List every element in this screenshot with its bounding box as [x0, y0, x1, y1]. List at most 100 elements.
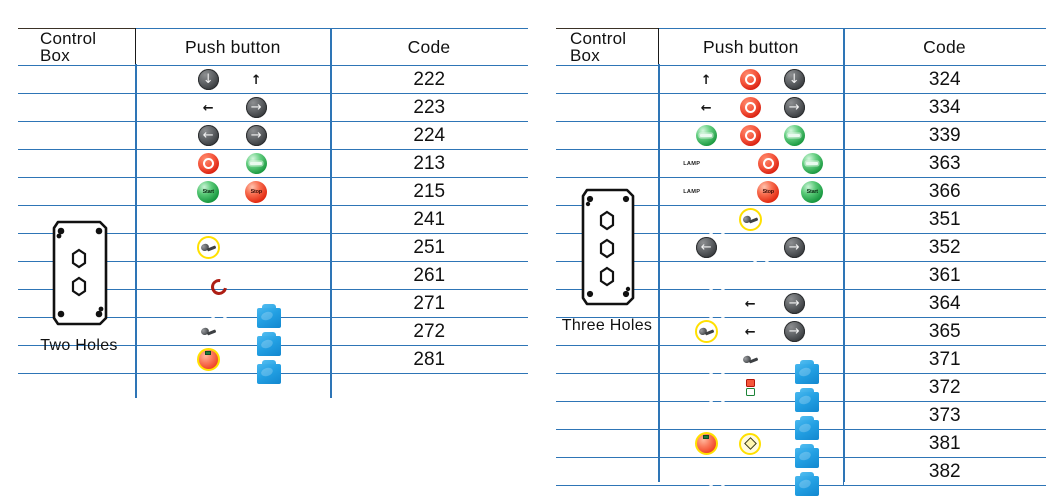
control-box-header-cell: Control Box [556, 28, 659, 66]
emergency-stop-red[interactable] [739, 125, 761, 146]
push-button-group: ←→ [135, 94, 330, 121]
key-switch[interactable] [196, 236, 220, 259]
button-slot [184, 348, 232, 371]
code-cell: 381 [843, 429, 1046, 458]
key-switch[interactable] [738, 208, 762, 231]
down-arrow-button[interactable]: ↓ [197, 69, 219, 90]
key-switch-plain[interactable] [739, 348, 762, 371]
emergency-stop-icon [197, 153, 219, 174]
key-switch-plain[interactable] [197, 320, 220, 343]
push-button-cell [135, 205, 331, 234]
up-arrow-bare[interactable]: ↑ [701, 71, 712, 89]
stop-cap: Stop [245, 180, 268, 203]
right-arrow-button[interactable]: → [783, 237, 805, 258]
right-arrow-button[interactable]: → [783, 97, 805, 118]
right-arrow-button-body: → [783, 293, 805, 314]
push-button-cell: ←→ [658, 317, 844, 346]
code-cell: 215 [330, 177, 528, 206]
code-cell: 382 [843, 457, 1046, 486]
left-arrow-button[interactable]: ← [695, 237, 717, 258]
enclosure-cell [556, 345, 658, 374]
button-slot: → [772, 97, 816, 118]
code-cell: 365 [843, 317, 1046, 346]
emergency-stop-red[interactable] [739, 69, 761, 90]
code-cell: 281 [330, 345, 528, 374]
blue-neck [262, 331, 277, 339]
red-selector-icon [196, 348, 220, 371]
table-bottom-rule [18, 373, 528, 374]
green-bar-icon [783, 125, 805, 146]
stop-button[interactable]: Stop [757, 180, 780, 203]
arrow-glyph: ← [700, 240, 712, 255]
push-button-header: Push button [135, 28, 330, 66]
green-bar-button[interactable] [801, 153, 823, 174]
start-cap: Start [801, 180, 824, 203]
double-pushbutton[interactable] [745, 379, 755, 396]
code-cell: 213 [330, 149, 528, 178]
push-button-cell [135, 289, 331, 328]
button-slot: ← [728, 295, 772, 313]
table-row: 213 [18, 149, 528, 178]
stop-button[interactable]: Stop [245, 180, 268, 203]
key-icon [699, 328, 714, 336]
emergency-stop-red[interactable] [757, 153, 779, 174]
button-slot: → [232, 125, 280, 146]
key-switch-icon [196, 236, 220, 259]
push-button-group [658, 122, 843, 149]
blue-neck [262, 359, 277, 367]
left-arrow-bare[interactable]: ← [203, 99, 214, 117]
rule-cell [135, 373, 331, 374]
green-bar-button[interactable] [783, 125, 805, 146]
push-button-group: Start Stop [135, 178, 330, 205]
button-slot: ↑ [684, 71, 728, 89]
button-slot [728, 208, 772, 231]
lower-green [745, 388, 755, 396]
emergency-stop-red[interactable] [739, 97, 761, 118]
right-arrow-button[interactable]: → [783, 321, 805, 342]
arrow-glyph: ← [744, 296, 756, 312]
key-switch[interactable] [694, 320, 718, 343]
arrow-glyph: → [788, 296, 800, 311]
emergency-stop-red[interactable] [197, 153, 219, 174]
right-arrow-button-body: → [245, 97, 267, 118]
red-selector-switch[interactable] [196, 348, 220, 371]
right-arrow-button[interactable]: → [783, 293, 805, 314]
green-bar-button[interactable] [245, 153, 267, 174]
right-arrow-button-body: → [783, 97, 805, 118]
code-cell: 222 [330, 65, 528, 94]
emergency-stop-icon [739, 69, 761, 90]
push-button-header: Push button [658, 28, 843, 66]
up-arrow-bare[interactable]: ↑ [251, 71, 262, 89]
arrow-glyph: → [788, 240, 800, 255]
green-bar-button[interactable] [695, 125, 717, 146]
arrow-glyph: ← [744, 324, 756, 340]
start-button[interactable]: Start [801, 180, 824, 203]
right-arrow-button[interactable]: → [245, 97, 267, 118]
arrow-glyph: → [788, 100, 800, 115]
stop-cap: Stop [757, 180, 780, 203]
push-button-group [658, 346, 843, 384]
table-row: 372 [556, 373, 1046, 412]
button-slot: ← [728, 323, 772, 341]
button-slot [728, 125, 772, 146]
left-arrow-button[interactable]: ← [197, 125, 219, 146]
lamp-label: LAMP [683, 160, 701, 167]
left-arrow-bare[interactable]: ← [701, 99, 712, 117]
red-selector-switch[interactable] [694, 432, 718, 455]
left-arrow-button-body: ← [695, 237, 717, 258]
left-arrow-bare[interactable]: ← [745, 323, 756, 341]
down-arrow-button[interactable]: ↓ [783, 69, 805, 90]
rule-cell [658, 485, 844, 486]
left-arrow-bare[interactable]: ← [745, 295, 756, 313]
button-slot: → [772, 321, 816, 342]
control-box-line1: Control [570, 29, 627, 48]
right-arrow-button[interactable]: → [245, 125, 267, 146]
yellow-selector-switch[interactable] [739, 432, 762, 455]
blue-neck [800, 387, 815, 395]
push-button-group [135, 150, 330, 177]
table-row: 281 [18, 345, 528, 384]
start-button[interactable]: Start [197, 180, 220, 203]
